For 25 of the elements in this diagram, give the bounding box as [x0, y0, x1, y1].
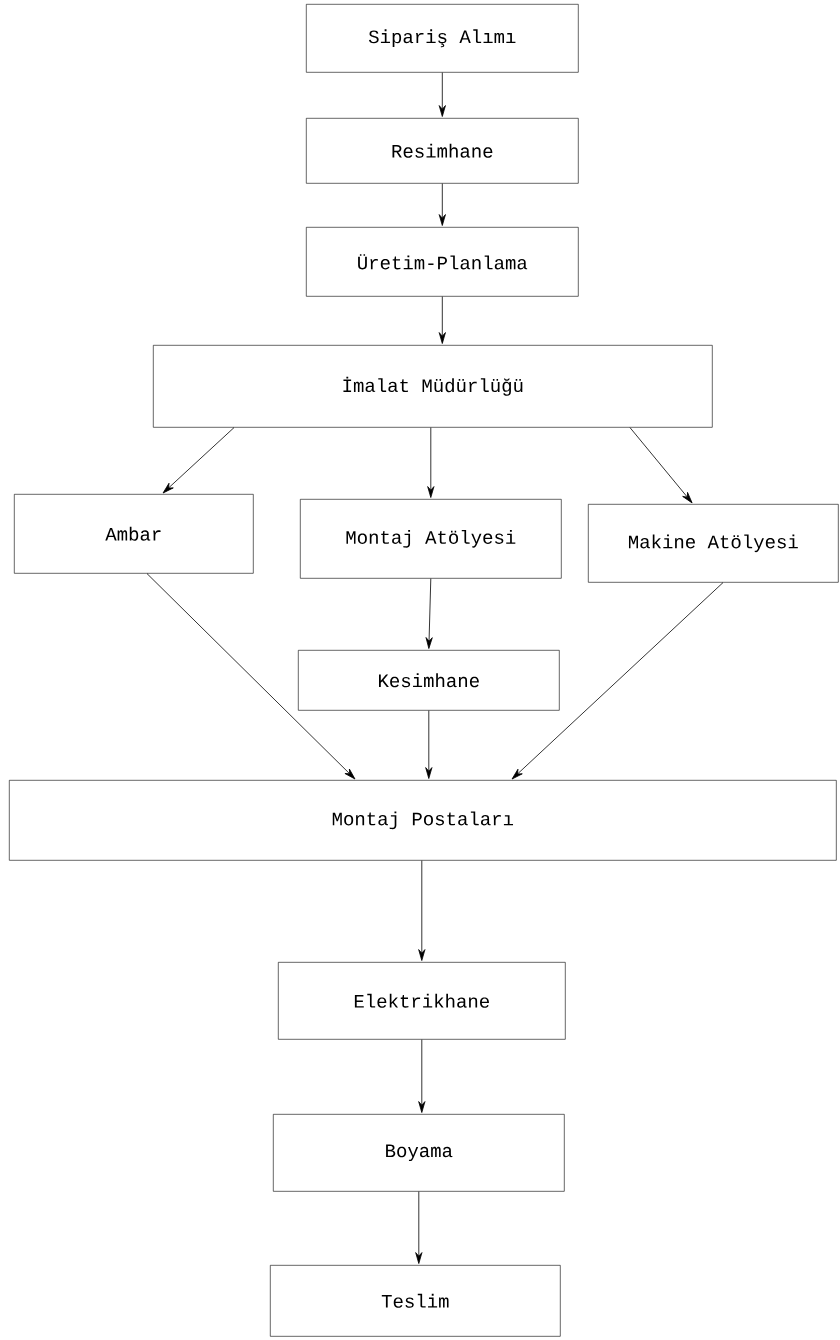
process-box: Boyama	[273, 1114, 565, 1192]
arrow	[418, 1039, 426, 1113]
process-box: İmalat Müdürlüğü	[153, 345, 713, 428]
arrow	[415, 1191, 423, 1264]
process-box: Sipariş Alımı	[306, 4, 579, 73]
arrow	[438, 72, 446, 117]
arrow	[629, 427, 693, 504]
arrow	[427, 427, 435, 498]
process-box: Kesimhane	[298, 650, 560, 711]
arrow	[146, 573, 356, 780]
process-box: Makine Atölyesi	[588, 504, 839, 583]
arrow	[438, 183, 446, 226]
process-box: Üretim-Planlama	[306, 227, 579, 297]
process-box: Ambar	[14, 494, 254, 574]
process-box: Teslim	[270, 1265, 561, 1337]
arrow	[511, 582, 724, 780]
arrow	[438, 296, 446, 344]
process-box: Montaj Atölyesi	[300, 499, 562, 579]
arrow	[425, 578, 433, 649]
process-box: Elektrikhane	[278, 962, 566, 1040]
wide-process-band: Montaj Postaları	[9, 780, 837, 861]
arrow	[162, 427, 235, 494]
process-box: Resimhane	[306, 118, 579, 184]
arrow	[418, 860, 426, 961]
arrow	[425, 710, 433, 779]
